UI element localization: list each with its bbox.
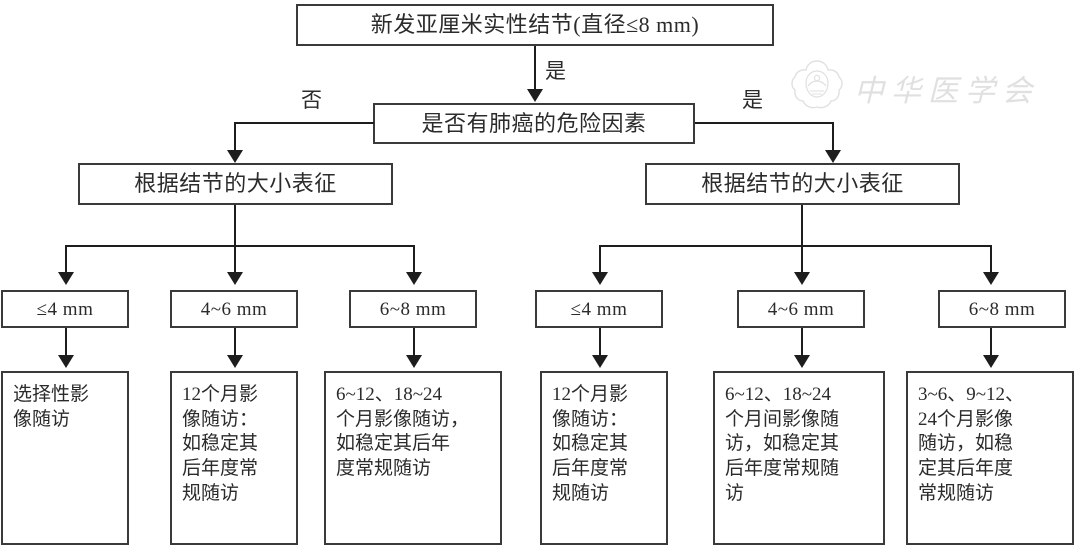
node-right-size-3: 6~8 mm	[938, 290, 1066, 328]
node-label: 12个月影 像随访： 如稳定其 后年度常 规随访	[552, 384, 629, 504]
arrowhead-right-branch	[825, 150, 841, 163]
node-label: 6~12、18~24 个月间影像随 访，如稳定其 后年度常规随 访	[725, 384, 840, 504]
node-left-detail-3: 6~12、18~24 个月影像随访， 如稳定其后年 度常规随访	[324, 371, 502, 545]
node-left-detail-1: 选择性影 像随访	[1, 371, 129, 545]
node-label: 3~6、9~12、 24个月影像 随访，如稳 定其后年度 常规随访	[918, 384, 1025, 504]
node-left-size-header: 根据结节的大小表征	[78, 163, 393, 205]
node-label: ≤4 mm	[570, 298, 628, 320]
node-label: 新发亚厘米实性结节(直径≤8 mm)	[370, 12, 700, 37]
node-right-detail-2: 6~12、18~24 个月间影像随 访，如稳定其 后年度常规随 访	[713, 371, 885, 545]
edge-left-branch-3	[413, 245, 415, 275]
arrowhead-left-size-1	[58, 272, 74, 285]
edge-left-size-3-to-detail	[413, 328, 415, 358]
edge-left-size-1-to-detail	[65, 328, 67, 358]
node-risk-factor-decision: 是否有肺癌的危险因素	[373, 103, 695, 144]
edge-left-size-2-to-detail	[234, 328, 236, 358]
arrowhead-right-size-1	[592, 272, 608, 285]
edge-left-distribution-bar	[65, 245, 415, 247]
node-left-size-1: ≤4 mm	[1, 290, 129, 328]
edge-label-no: 否	[301, 88, 322, 112]
watermark-text: 中华医学会	[854, 74, 1039, 108]
edge-decision-to-left	[234, 122, 374, 124]
node-label: 4~6 mm	[767, 298, 835, 320]
edge-right-branch-3	[990, 245, 992, 275]
arrowhead-left-size-2	[227, 272, 243, 285]
edge-label-yes-right: 是	[742, 88, 763, 112]
node-label: 12个月影 像随访： 如稳定其 后年度常 规随访	[182, 384, 259, 504]
edge-right-distribution-bar	[599, 245, 992, 247]
node-label: ≤4 mm	[36, 298, 94, 320]
edge-right-drop	[832, 122, 834, 154]
node-left-size-2: 4~6 mm	[170, 290, 298, 328]
node-label: 选择性影 像随访	[13, 384, 90, 430]
node-label: 6~12、18~24 个月影像随访， 如稳定其后年 度常规随访	[336, 384, 470, 480]
edge-right-branch-2	[801, 245, 803, 275]
arrowhead-left-size-3	[406, 272, 422, 285]
arrowhead-right-size-3	[983, 272, 999, 285]
node-label: 4~6 mm	[200, 298, 268, 320]
arrowhead-right-detail-1	[592, 355, 608, 368]
edge-right-size-3-to-detail	[990, 328, 992, 358]
node-right-size-1: ≤4 mm	[535, 290, 663, 328]
arrowhead-top-to-decision	[527, 89, 543, 102]
chinese-medical-association-emblem-icon	[790, 58, 844, 117]
node-right-detail-1: 12个月影 像随访： 如稳定其 后年度常 规随访	[540, 371, 668, 545]
edge-right-size-1-to-detail	[599, 328, 601, 358]
node-left-detail-2: 12个月影 像随访： 如稳定其 后年度常 规随访	[170, 371, 298, 545]
node-right-size-header: 根据结节的大小表征	[645, 163, 960, 205]
edge-label-yes-top: 是	[545, 59, 566, 83]
arrowhead-left-detail-2	[227, 355, 243, 368]
edge-decision-to-right	[695, 122, 834, 124]
edge-left-branch-2	[234, 245, 236, 275]
node-right-detail-3: 3~6、9~12、 24个月影像 随访，如稳 定其后年度 常规随访	[906, 371, 1074, 545]
arrowhead-right-detail-3	[983, 355, 999, 368]
edge-left-branch-1	[65, 245, 67, 275]
edge-right-header-stem	[801, 205, 803, 246]
node-label: 6~8 mm	[968, 298, 1036, 320]
node-label: 根据结节的大小表征	[134, 171, 337, 196]
node-label: 根据结节的大小表征	[701, 171, 904, 196]
arrowhead-left-detail-1	[58, 355, 74, 368]
node-label: 是否有肺癌的危险因素	[421, 110, 647, 136]
edge-left-header-stem	[234, 205, 236, 246]
arrowhead-right-detail-2	[794, 355, 810, 368]
arrowhead-right-size-2	[794, 272, 810, 285]
node-new-subcentimeter-solid-nodule: 新发亚厘米实性结节(直径≤8 mm)	[296, 4, 774, 46]
node-left-size-3: 6~8 mm	[349, 290, 477, 328]
edge-top-to-decision	[534, 46, 536, 91]
arrowhead-left-branch	[227, 150, 243, 163]
edge-right-branch-1	[599, 245, 601, 275]
edge-right-size-2-to-detail	[801, 328, 803, 358]
edge-left-drop	[234, 122, 236, 154]
watermark: 中华医学会	[790, 58, 1039, 117]
arrowhead-left-detail-3	[406, 355, 422, 368]
node-right-size-2: 4~6 mm	[737, 290, 865, 328]
node-label: 6~8 mm	[379, 298, 447, 320]
